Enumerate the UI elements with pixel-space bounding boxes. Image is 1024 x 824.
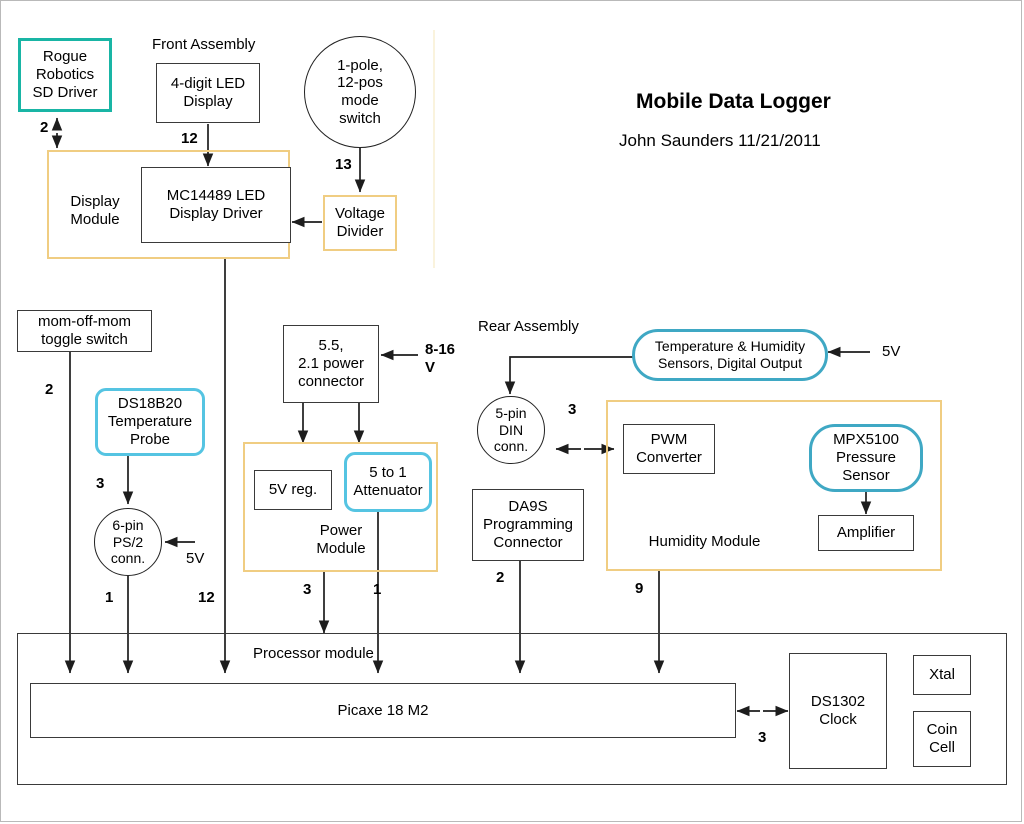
block-mpx5100-sensor[interactable]: MPX5100 Pressure Sensor	[809, 424, 923, 492]
group-processor-module	[17, 633, 1007, 785]
block-power-connector[interactable]: 5.5, 2.1 power connector	[283, 325, 379, 403]
edge-label-display-to-cpu: 12	[198, 589, 215, 606]
pwm-converter-label: PWM Converter	[636, 431, 702, 466]
block-pwm-converter[interactable]: PWM Converter	[623, 424, 715, 474]
amplifier-label: Amplifier	[836, 524, 896, 542]
edge-label-power-in: 8-16 V	[425, 341, 456, 376]
page-title: Mobile Data Logger	[636, 90, 831, 113]
din-connector-label: 5-pin DIN conn.	[493, 405, 529, 455]
edge-label-ps2-supply: 5V	[186, 550, 205, 567]
edge-label-sensor-supply: 5V	[882, 343, 901, 360]
mpx5100-sensor-label: MPX5100 Pressure Sensor	[833, 431, 899, 484]
ds18b20-probe-label: DS18B20 Temperature Probe	[107, 395, 193, 448]
edge-label-din-to-pwm: 3	[568, 401, 577, 418]
edge-label-sd-pins: 2	[40, 119, 49, 136]
edge-label-led-pins: 12	[181, 130, 198, 147]
rogue-sd-driver-label: Rogue Robotics SD Driver	[32, 48, 98, 101]
power-connector-label: 5.5, 2.1 power connector	[298, 337, 364, 390]
block-voltage-divider[interactable]: Voltage Divider	[323, 195, 397, 251]
edge-label-ps2-to-cpu: 1	[105, 589, 114, 606]
block-rogue-sd-driver[interactable]: Rogue Robotics SD Driver	[18, 38, 112, 112]
edge-label-probe-pins: 3	[96, 475, 105, 492]
group-power-module	[243, 442, 438, 572]
block-picaxe[interactable]: Picaxe 18 M2	[30, 683, 736, 738]
edge-label-mode-switch-pins: 13	[335, 156, 352, 173]
block-led-display[interactable]: 4-digit LED Display	[156, 63, 260, 123]
block-amplifier[interactable]: Amplifier	[818, 515, 914, 551]
power-module-text: Power Module	[316, 522, 366, 557]
block-toggle-switch[interactable]: mom-off-mom toggle switch	[17, 310, 152, 352]
humidity-module-text: Humidity Module	[648, 533, 761, 551]
voltage-divider-label: Voltage Divider	[334, 205, 386, 240]
ds1302-clock-label: DS1302 Clock	[810, 693, 866, 728]
edge-label-atten-to-cpu: 1	[373, 581, 382, 598]
5v-regulator-label: 5V reg.	[268, 481, 318, 499]
block-xtal[interactable]: Xtal	[913, 655, 971, 695]
block-ds18b20-probe[interactable]: DS18B20 Temperature Probe	[95, 388, 205, 456]
block-din-connector[interactable]: 5-pin DIN conn.	[477, 396, 545, 464]
label-humidity-module: Humidity Module	[617, 531, 792, 553]
da9s-connector-label: DA9S Programming Connector	[482, 498, 574, 551]
mc14489-driver-label: MC14489 LED Display Driver	[166, 187, 266, 222]
block-attenuator[interactable]: 5 to 1 Attenuator	[344, 452, 432, 512]
edge-label-clock-pins: 3	[758, 729, 767, 746]
block-da9s-connector[interactable]: DA9S Programming Connector	[472, 489, 584, 561]
label-display-module: Display Module	[56, 190, 134, 232]
caption-rear-assembly: Rear Assembly	[478, 318, 579, 335]
temp-humidity-sensor-label: Temperature & Humidity Sensors, Digital …	[654, 338, 806, 371]
label-processor-module: Processor module	[253, 645, 374, 662]
edge-label-da9s-to-cpu: 2	[496, 569, 505, 586]
block-5v-regulator[interactable]: 5V reg.	[254, 470, 332, 510]
label-power-module: Power Module	[286, 519, 396, 561]
display-module-text: Display Module	[70, 193, 120, 228]
block-mc14489-driver[interactable]: MC14489 LED Display Driver	[141, 167, 291, 243]
block-mode-switch[interactable]: 1-pole, 12-pos mode switch	[304, 36, 416, 148]
group-humidity-module	[606, 400, 942, 571]
xtal-label: Xtal	[929, 666, 955, 684]
toggle-switch-label: mom-off-mom toggle switch	[37, 313, 132, 348]
picaxe-label: Picaxe 18 M2	[337, 701, 429, 719]
led-display-label: 4-digit LED Display	[170, 75, 246, 110]
block-coin-cell[interactable]: Coin Cell	[913, 711, 971, 767]
mode-switch-label: 1-pole, 12-pos mode switch	[337, 56, 383, 127]
block-ds1302-clock[interactable]: DS1302 Clock	[789, 653, 887, 769]
attenuator-label: 5 to 1 Attenuator	[353, 464, 423, 499]
ps2-connector-label: 6-pin PS/2 conn.	[110, 517, 146, 567]
page-byline: John Saunders 11/21/2011	[619, 131, 821, 150]
caption-front-assembly: Front Assembly	[152, 36, 256, 53]
coin-cell-label: Coin Cell	[926, 721, 958, 756]
edge-label-humidity-to-cpu: 9	[635, 580, 644, 597]
edge-label-toggle-pins: 2	[45, 381, 54, 398]
block-temp-humidity-sensor[interactable]: Temperature & Humidity Sensors, Digital …	[632, 329, 828, 381]
edge-label-reg-to-cpu: 3	[303, 581, 312, 598]
block-ps2-connector[interactable]: 6-pin PS/2 conn.	[94, 508, 162, 576]
